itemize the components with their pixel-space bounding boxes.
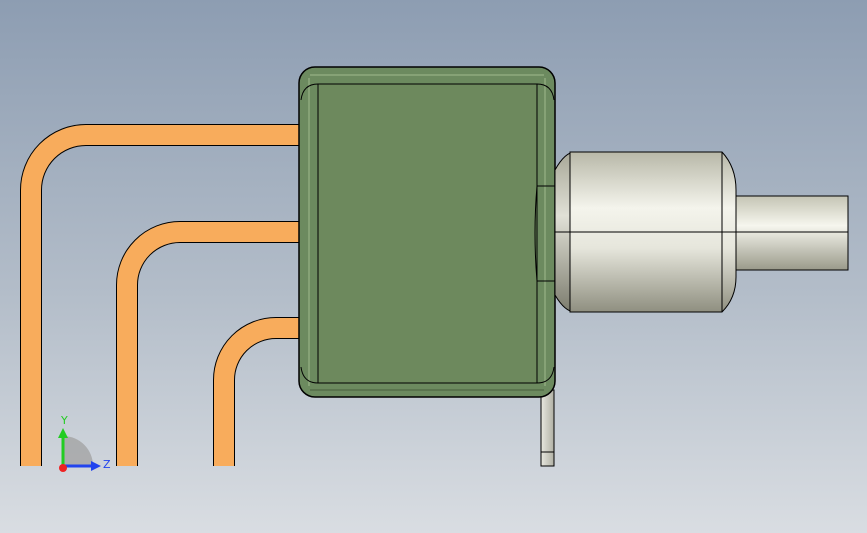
z-axis-label: Z	[103, 458, 111, 471]
axis-triad: Y Z	[58, 414, 111, 472]
triad-plane	[63, 436, 93, 466]
pin-1	[20, 124, 303, 466]
y-axis-label: Y	[60, 414, 68, 427]
mounting-tab	[540, 389, 555, 467]
pin-3	[213, 317, 303, 466]
y-axis-arrow	[58, 428, 68, 438]
switch-body[interactable]	[298, 66, 556, 398]
actuator-stem[interactable]	[735, 195, 849, 271]
x-axis-origin	[59, 464, 67, 472]
pin-2	[116, 221, 303, 466]
z-axis-arrow	[91, 461, 101, 471]
